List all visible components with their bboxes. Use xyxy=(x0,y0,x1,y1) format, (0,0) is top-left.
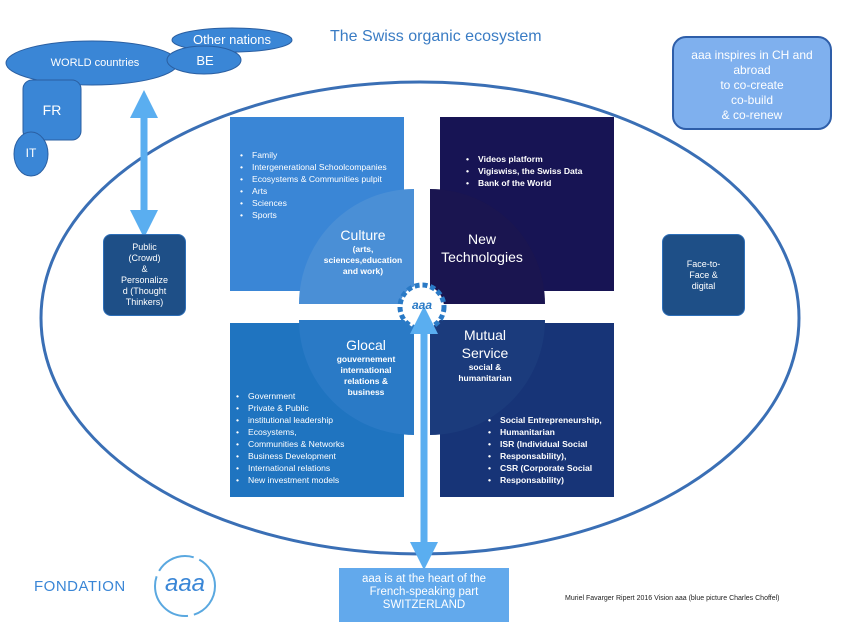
tech-title: New xyxy=(467,231,496,247)
culture-sub: and work) xyxy=(342,266,384,276)
page-title: The Swiss organic ecosystem xyxy=(330,28,542,45)
fondation-logo: aaa xyxy=(164,570,206,597)
glocal-list: Government Private & Public institutiona… xyxy=(236,390,401,486)
list-item-text: institutional leadership xyxy=(248,415,334,425)
culture-label-group: Culture (arts, sciences,education and wo… xyxy=(315,226,411,277)
list-item: Business Development xyxy=(236,450,401,462)
list-item-cont: Responsability) xyxy=(488,474,612,486)
inspire-box: aaa inspires in CH and abroad to co-crea… xyxy=(672,36,832,130)
list-item: New investment models xyxy=(236,474,401,486)
list-item-cont: Communities & Networks xyxy=(236,438,401,450)
be-label: BE xyxy=(196,53,214,68)
inspire-line: & co-renew xyxy=(721,108,783,122)
it-bubble xyxy=(13,131,49,177)
list-item-text: Responsability) xyxy=(500,475,564,485)
list-item: Government xyxy=(236,390,401,402)
public-line: Public xyxy=(132,242,157,252)
mutual-sub: social & xyxy=(468,362,502,372)
face-line: Face-to- xyxy=(686,258,721,269)
mutual-title: Service xyxy=(461,345,509,361)
list-item: Vigiswiss, the Swiss Data xyxy=(466,165,606,177)
list-item: Family xyxy=(240,149,410,161)
tech-title: Technologies xyxy=(441,249,523,265)
culture-sub: (arts, xyxy=(352,244,374,254)
public-line: Thinkers) xyxy=(125,297,164,307)
glocal-title: Glocal xyxy=(346,337,386,353)
fr-box xyxy=(22,79,82,141)
inspire-line: co-build xyxy=(730,93,774,107)
tech-sector xyxy=(430,189,545,304)
fr-label: FR xyxy=(42,102,62,118)
list-item-cont: Responsability), xyxy=(488,450,612,462)
list-item-cont: Humanitarian xyxy=(488,426,612,438)
public-line: (Crowd) xyxy=(128,253,161,263)
face-line: digital xyxy=(691,280,716,291)
mutual-label-group: Mutual Service social & humanitarian xyxy=(440,326,530,384)
glocal-sub: international xyxy=(340,365,392,375)
tech-label-group: New Technologies xyxy=(430,230,534,266)
mutual-list: Social Entrepreneurship, Humanitarian IS… xyxy=(488,414,612,486)
list-item: Sports xyxy=(240,209,410,221)
public-crowd-box: Public (Crowd) & Personalize d (Thought … xyxy=(103,234,186,316)
glocal-sub: gouvernement xyxy=(336,354,396,364)
tech-list: Videos platform Vigiswiss, the Swiss Dat… xyxy=(466,153,606,189)
fondation-logo-ring xyxy=(154,555,216,617)
list-item-text: Humanitarian xyxy=(500,427,555,437)
it-label: IT xyxy=(25,146,37,160)
fondation-label: FONDATION xyxy=(34,578,126,595)
list-item: Ecosystems & Communities pulpit xyxy=(240,173,410,185)
list-item-text: Bank of the World xyxy=(478,178,552,188)
list-item: Private & Public xyxy=(236,402,401,414)
list-item: Arts xyxy=(240,185,410,197)
inspire-line: to co-create xyxy=(720,78,784,92)
be-bubble xyxy=(166,45,242,75)
center-logo: aaa xyxy=(411,298,433,312)
list-item: Ecosystems, xyxy=(236,426,401,438)
credit-text: Muriel Favarger Ripert 2016 Vision aaa (… xyxy=(565,595,780,602)
list-item: Social Entrepreneurship, xyxy=(488,414,612,426)
world-countries-label: WORLD countries xyxy=(50,57,140,69)
face-to-face-box: Face-to- Face & digital xyxy=(662,234,745,316)
culture-sub: sciences,education xyxy=(323,255,403,265)
list-item: ISR (Individual Social xyxy=(488,438,612,450)
culture-title: Culture xyxy=(340,227,386,243)
list-item: Sciences xyxy=(240,197,410,209)
heart-line: SWITZERLAND xyxy=(382,599,466,611)
list-item-cont: Bank of the World xyxy=(466,177,606,189)
face-line: Face & xyxy=(689,269,718,280)
public-line: d (Thought xyxy=(122,286,167,296)
mutual-sub: humanitarian xyxy=(458,373,512,383)
list-item-cont: institutional leadership xyxy=(236,414,401,426)
glocal-label-group: Glocal gouvernement international relati… xyxy=(318,336,414,398)
list-item: Intergenerational Schoolcompanies xyxy=(240,161,410,173)
mutual-sector xyxy=(430,320,545,435)
heart-line: French-speaking part xyxy=(369,586,479,598)
public-line: & xyxy=(141,264,148,274)
list-item-text: Responsability), xyxy=(500,451,567,461)
inspire-line: aaa inspires in CH and xyxy=(691,48,813,62)
public-line: Personalize xyxy=(120,275,169,285)
list-item: Videos platform xyxy=(466,153,606,165)
list-item-text: Communities & Networks xyxy=(248,439,345,449)
mutual-title: Mutual xyxy=(463,327,507,343)
list-item: International relations xyxy=(236,462,401,474)
heart-box: aaa is at the heart of the French-speaki… xyxy=(339,568,509,622)
glocal-sub: relations & xyxy=(344,376,388,386)
culture-list: Family Intergenerational Schoolcompanies… xyxy=(240,149,410,221)
inspire-line: abroad xyxy=(733,63,771,77)
list-item: CSR (Corporate Social xyxy=(488,462,612,474)
other-nations-label: Other nations xyxy=(192,32,272,47)
heart-line: aaa is at the heart of the xyxy=(361,573,487,585)
